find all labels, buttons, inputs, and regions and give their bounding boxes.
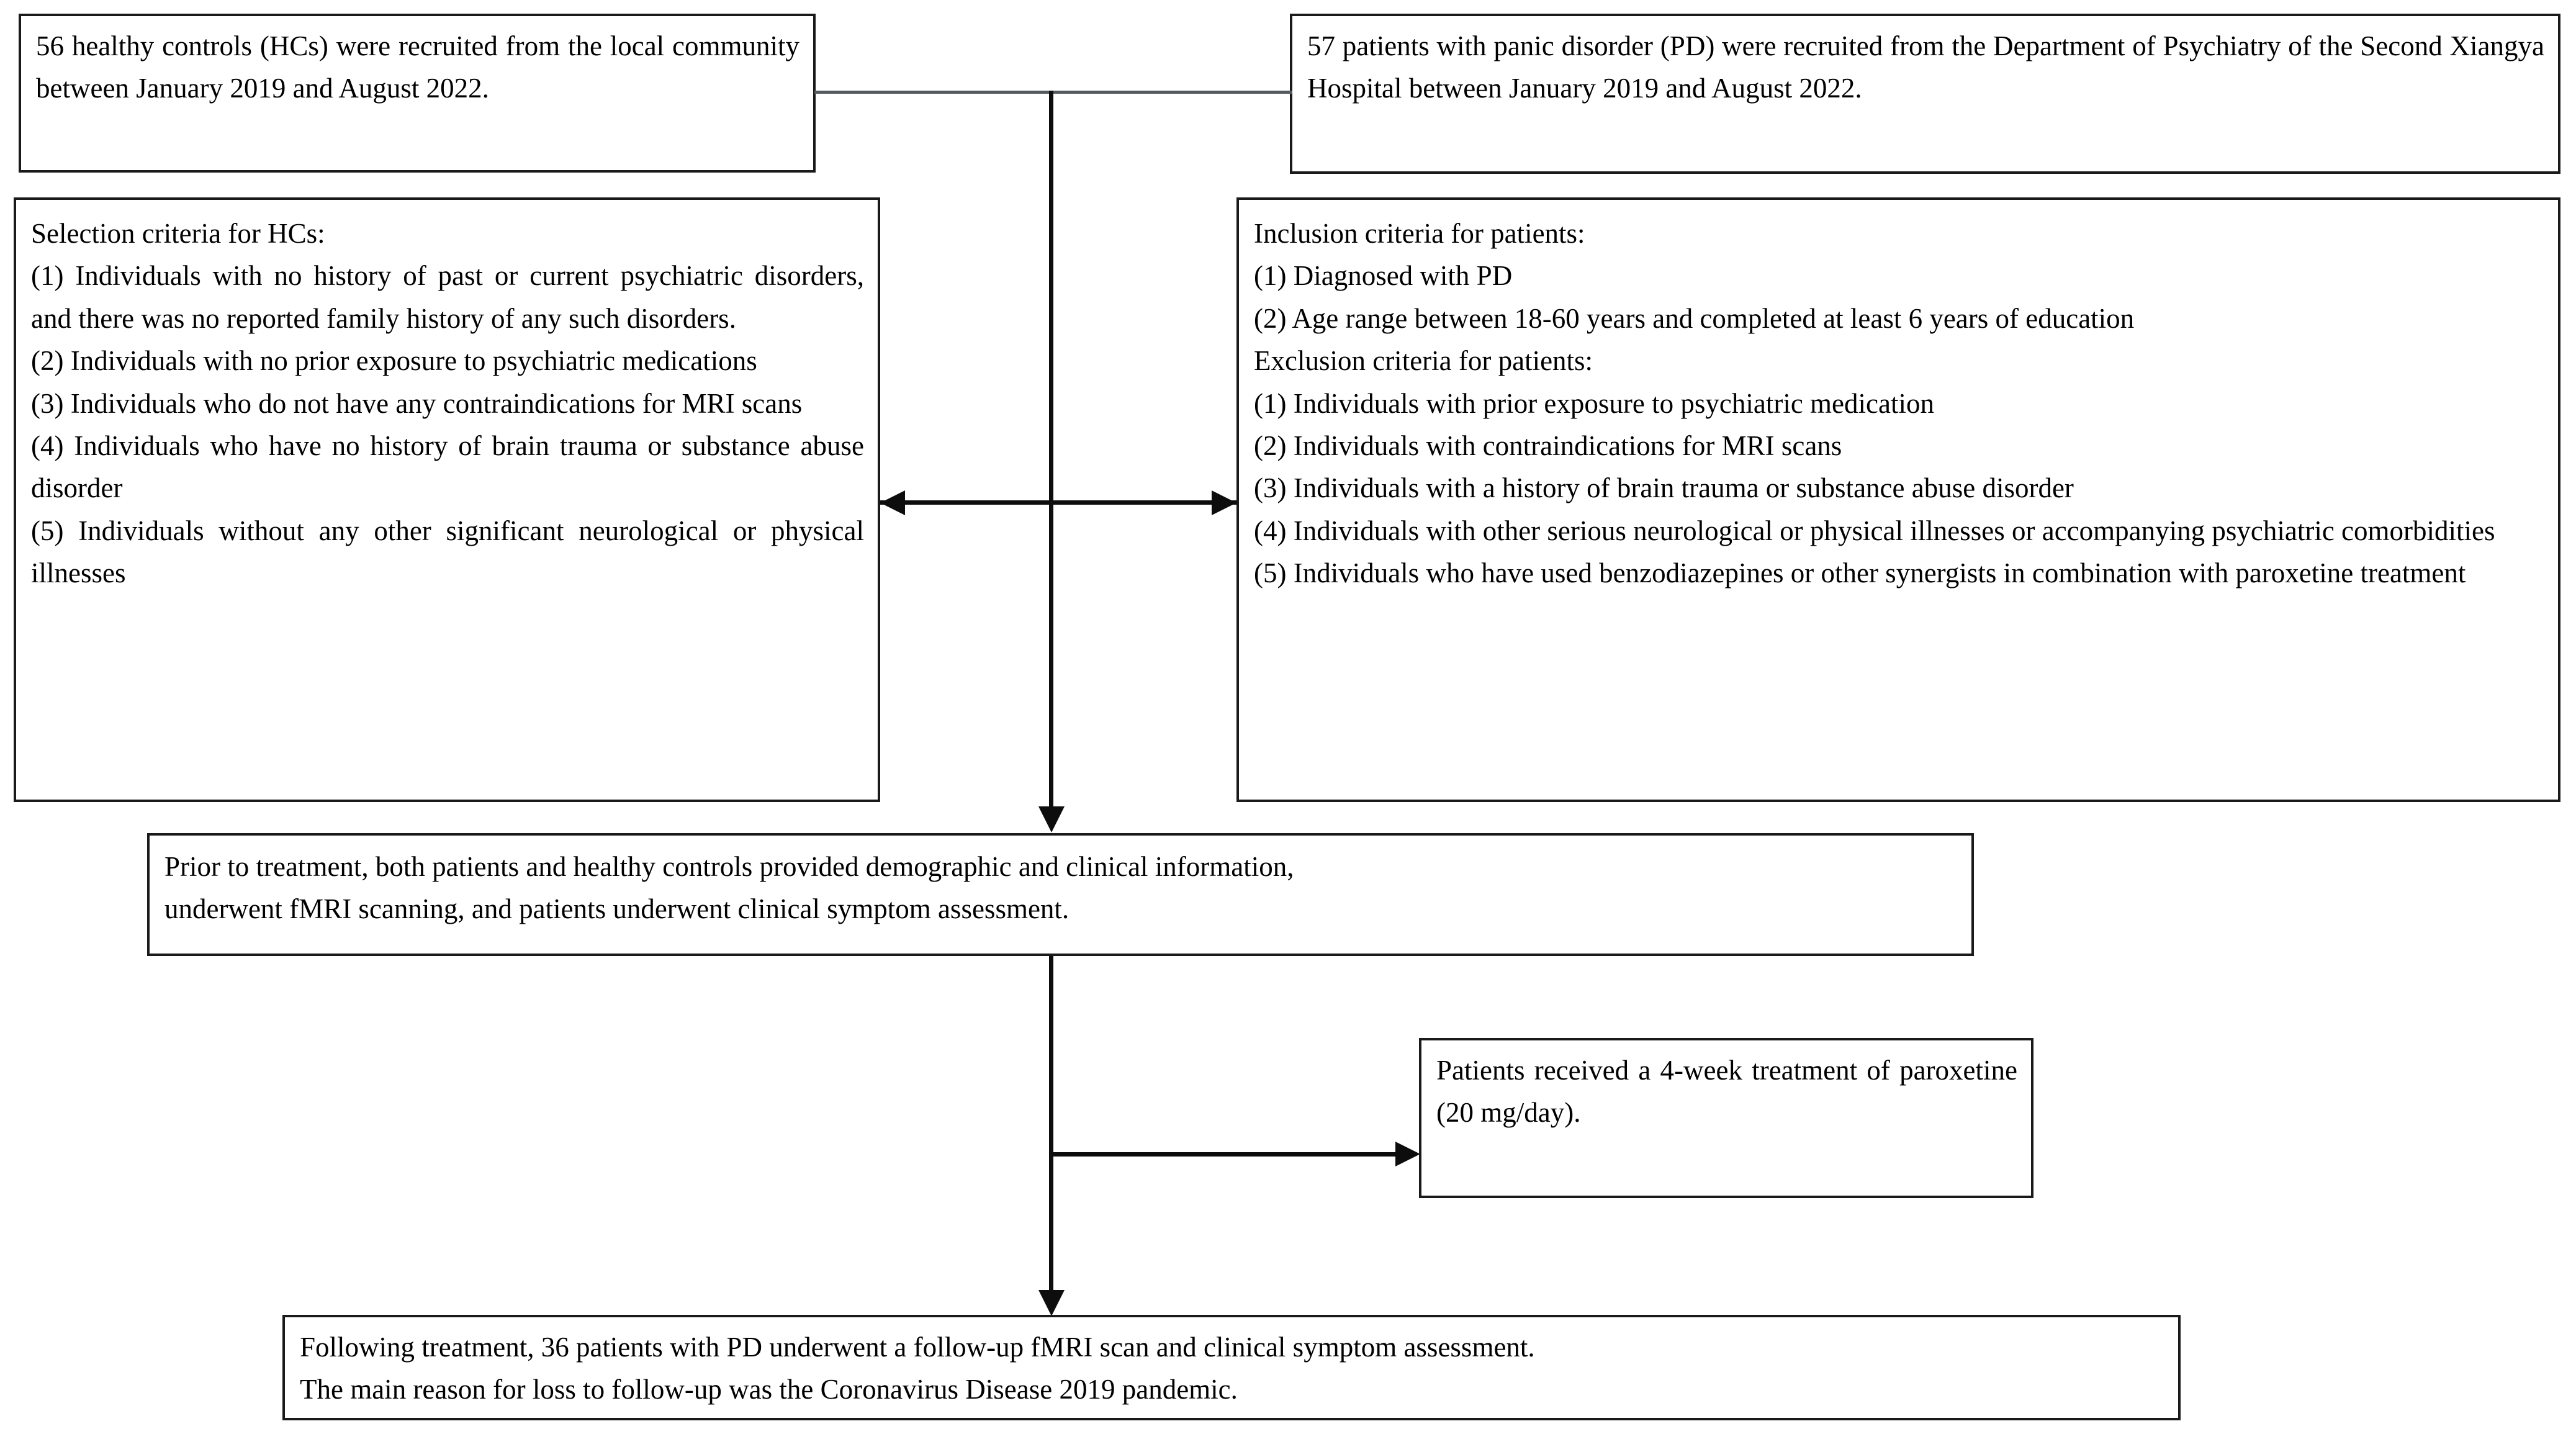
baseline-assessment-line-2: underwent fMRI scanning, and patients un… [164,893,1070,925]
baseline-assessment-line-1: Prior to treatment, both patients and he… [164,851,1294,882]
box-pd-recruitment: 57 patients with panic disorder (PD) wer… [1290,14,2560,174]
pd-exclusion-item-5: (5) Individuals who have used benzodiaze… [1254,557,2466,589]
box-baseline-assessment: Prior to treatment, both patients and he… [147,833,1974,956]
connector-lower-trunk [1049,956,1053,1291]
box-hc-criteria: Selection criteria for HCs: (1) Individu… [14,197,880,802]
hc-criteria-heading: Selection criteria for HCs: [31,218,325,249]
box-treatment: Patients received a 4-week treatment of … [1419,1038,2033,1198]
pd-exclusion-item-1: (1) Individuals with prior exposure to p… [1254,387,1934,419]
hc-criteria-item-2: (2) Individuals with no prior exposure t… [31,345,757,377]
connector-top-horizontal [814,91,1292,94]
hc-criteria-item-5: (5) Individuals without any other signif… [31,515,864,589]
arrowhead-to-treatment-icon [1395,1142,1420,1166]
pd-exclusion-item-4: (4) Individuals with other serious neuro… [1254,515,2495,546]
arrowhead-criteria-left-icon [880,490,905,515]
box-hc-recruitment: 56 healthy controls (HCs) were recruited… [19,14,816,173]
box-pd-criteria: Inclusion criteria for patients: (1) Dia… [1236,197,2560,802]
hc-recruitment-text: 56 healthy controls (HCs) were recruited… [36,30,799,104]
pd-inclusion-item-2: (2) Age range between 18-60 years and co… [1254,302,2135,334]
pd-exclusion-item-3: (3) Individuals with a history of brain … [1254,472,2074,504]
connector-to-treatment [1049,1152,1408,1157]
hc-criteria-item-4: (4) Individuals who have no history of b… [31,430,864,504]
hc-criteria-item-3: (3) Individuals who do not have any cont… [31,387,803,419]
followup-line-2: The main reason for loss to follow-up wa… [300,1374,1238,1405]
pd-exclusion-item-2: (2) Individuals with contraindications f… [1254,430,1842,461]
connector-main-trunk [1049,91,1053,808]
arrowhead-to-followup-icon [1038,1290,1065,1316]
hc-criteria-item-1: (1) Individuals with no history of past … [31,260,864,334]
followup-line-1: Following treatment, 36 patients with PD… [300,1332,1535,1363]
pd-inclusion-item-1: (1) Diagnosed with PD [1254,260,1513,292]
arrowhead-criteria-right-icon [1212,490,1236,515]
arrowhead-to-baseline-icon [1038,806,1065,832]
box-followup: Following treatment, 36 patients with PD… [282,1315,2181,1420]
pd-exclusion-heading: Exclusion criteria for patients: [1254,345,1593,377]
treatment-text: Patients received a 4-week treatment of … [1436,1055,2017,1129]
pd-recruitment-text: 57 patients with panic disorder (PD) wer… [1307,30,2544,104]
pd-inclusion-heading: Inclusion criteria for patients: [1254,218,1585,249]
connector-criteria-bidirectional [880,500,1236,505]
